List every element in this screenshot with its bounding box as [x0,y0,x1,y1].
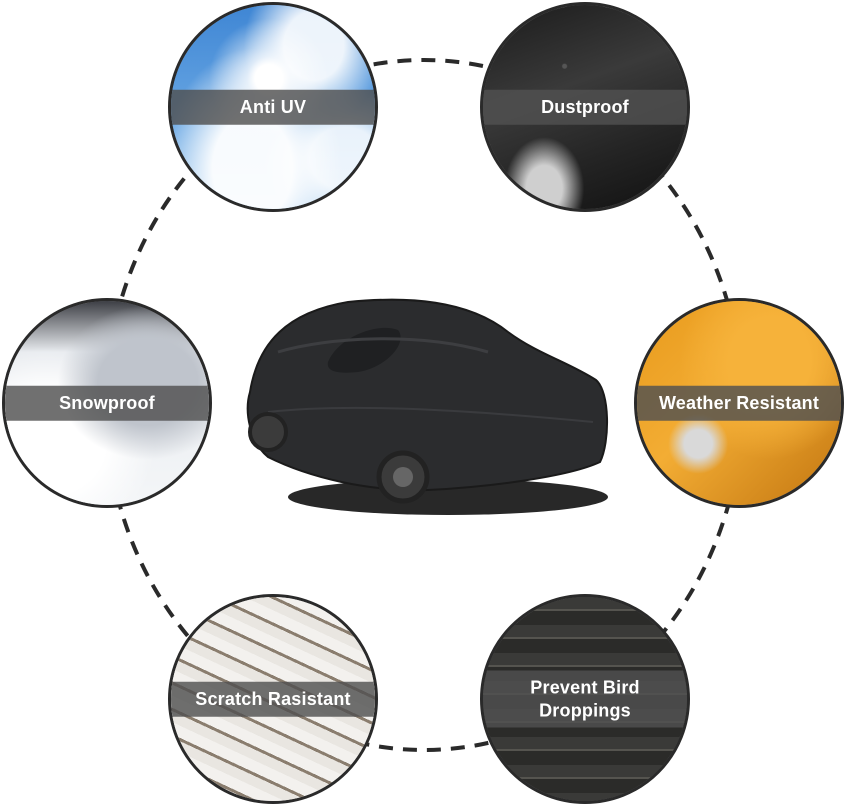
feature-label: Prevent Bird Droppings [483,670,687,728]
feature-label: Dustproof [483,89,687,125]
feature-prevent-bird-droppings: Prevent Bird Droppings [480,594,690,804]
feature-anti-uv: Anti UV [168,2,378,212]
feature-label: Anti UV [171,89,375,125]
covered-car-icon [246,298,608,515]
feature-scratch-resistant: Scratch Rasistant [168,594,378,804]
feature-weather-resistant: Weather Resistant [634,298,844,508]
feature-label: Weather Resistant [637,385,841,421]
feature-label: Scratch Rasistant [171,681,375,717]
feature-dustproof: Dustproof [480,2,690,212]
feature-label: Snowproof [5,385,209,421]
feature-snowproof: Snowproof [2,298,212,508]
